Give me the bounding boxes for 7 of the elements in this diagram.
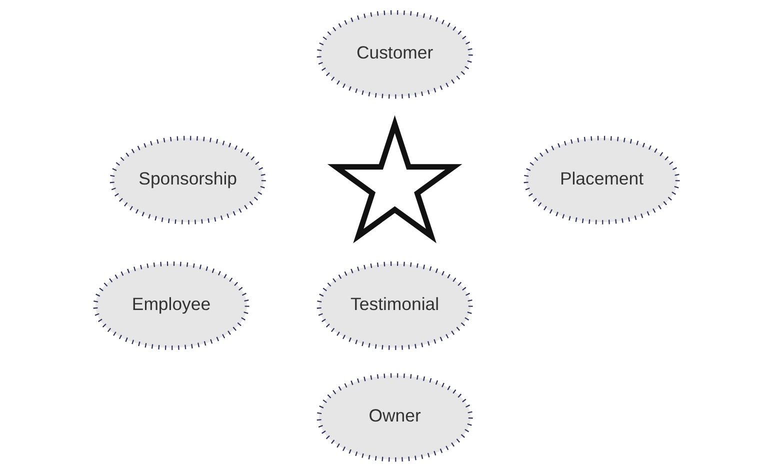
node-ellipse: Employee (92, 261, 249, 350)
node-ellipse: Testimonial (316, 261, 472, 350)
node-ellipse: Sponsorship (109, 136, 266, 224)
node-ellipse: Owner (316, 373, 472, 462)
node-ellipse: Customer (316, 10, 472, 99)
node-ellipse: Placement (523, 136, 680, 224)
node-star (326, 115, 462, 244)
